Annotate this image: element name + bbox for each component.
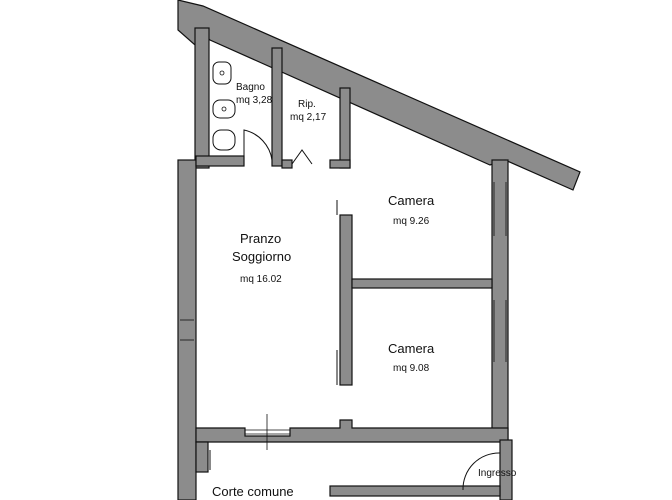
bagno-label: Bagno bbox=[236, 82, 265, 93]
left-upper-wall bbox=[194, 27, 210, 169]
corte-label: Corte comune bbox=[212, 484, 294, 499]
ingresso-door-swing bbox=[462, 452, 501, 491]
bathroom-fixtures bbox=[212, 61, 236, 151]
rip-door bbox=[291, 149, 313, 165]
toilet-icon bbox=[212, 129, 236, 151]
camera1-label: Camera bbox=[388, 193, 435, 208]
left-main-wall bbox=[177, 159, 197, 500]
rip-bottom-wall bbox=[281, 159, 293, 169]
camera2-area: mq 9.08 bbox=[393, 363, 430, 374]
bagno-area: mq 3,28 bbox=[236, 95, 273, 106]
interior-walls bbox=[195, 47, 493, 386]
windows bbox=[180, 182, 507, 450]
bidet-icon bbox=[212, 99, 236, 119]
camera1-area: mq 9.26 bbox=[393, 216, 430, 227]
bagno-bottom-wall bbox=[195, 155, 245, 167]
central-partition bbox=[339, 214, 353, 386]
bagno-rip-divider bbox=[271, 47, 283, 167]
ingresso-label: Ingresso bbox=[478, 468, 517, 479]
camere-divider bbox=[351, 278, 493, 289]
rip-label: Rip. bbox=[298, 99, 316, 110]
soggiorno-label-1: Pranzo bbox=[240, 231, 281, 246]
soggiorno-label-2: Soggiorno bbox=[232, 249, 291, 264]
bottom-wall bbox=[195, 419, 509, 443]
doors bbox=[209, 129, 501, 491]
bottom-corridor-wall bbox=[329, 485, 501, 497]
rip-right-wall bbox=[339, 87, 351, 169]
camera2-label: Camera bbox=[388, 341, 435, 356]
sink-icon bbox=[212, 61, 232, 85]
bagno-door-swing bbox=[243, 129, 273, 166]
left-lower-stub bbox=[195, 441, 209, 473]
soggiorno-area: mq 16.02 bbox=[240, 274, 282, 285]
rip-corner bbox=[329, 159, 351, 169]
rip-area: mq 2,17 bbox=[290, 112, 327, 123]
